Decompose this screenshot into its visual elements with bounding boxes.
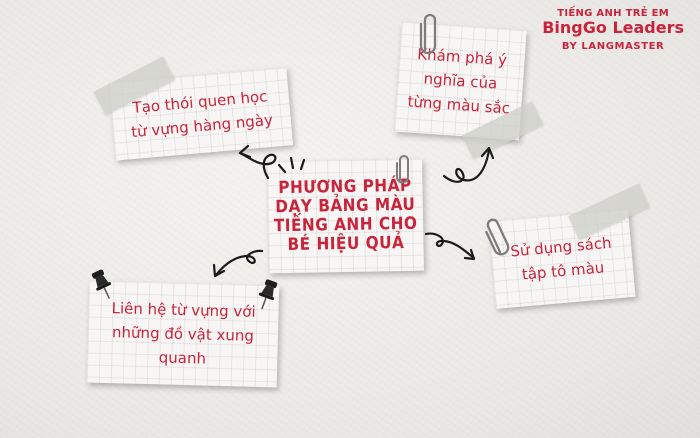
arrowhead xyxy=(480,146,495,160)
pushpin-icon xyxy=(258,279,278,310)
paperclip-icon xyxy=(485,218,510,256)
arrowhead xyxy=(238,144,252,159)
emphasis-mark xyxy=(299,158,306,171)
paperclip-icon xyxy=(419,13,437,55)
arrow-to-meaning xyxy=(442,148,491,183)
arrow-to-habit xyxy=(238,151,277,180)
emphasis-mark xyxy=(289,156,295,170)
arrowhead xyxy=(212,263,226,278)
paperclip-icon xyxy=(396,155,409,184)
arrow-to-coloring xyxy=(424,232,476,260)
pushpin-icon xyxy=(91,269,112,299)
logo-tagline: TIẾNG ANH TRẺ EM xyxy=(557,8,670,19)
arrow-to-objects xyxy=(214,249,264,277)
logo-brand: BingGo Leaders xyxy=(542,18,684,37)
emphasis-mark xyxy=(277,163,287,174)
logo-byline: BY LANGMASTER xyxy=(561,41,665,52)
brand-logo: TIẾNG ANH TRẺ EM BingGo Leaders BY LANGM… xyxy=(542,8,684,52)
arrowhead xyxy=(463,248,476,261)
